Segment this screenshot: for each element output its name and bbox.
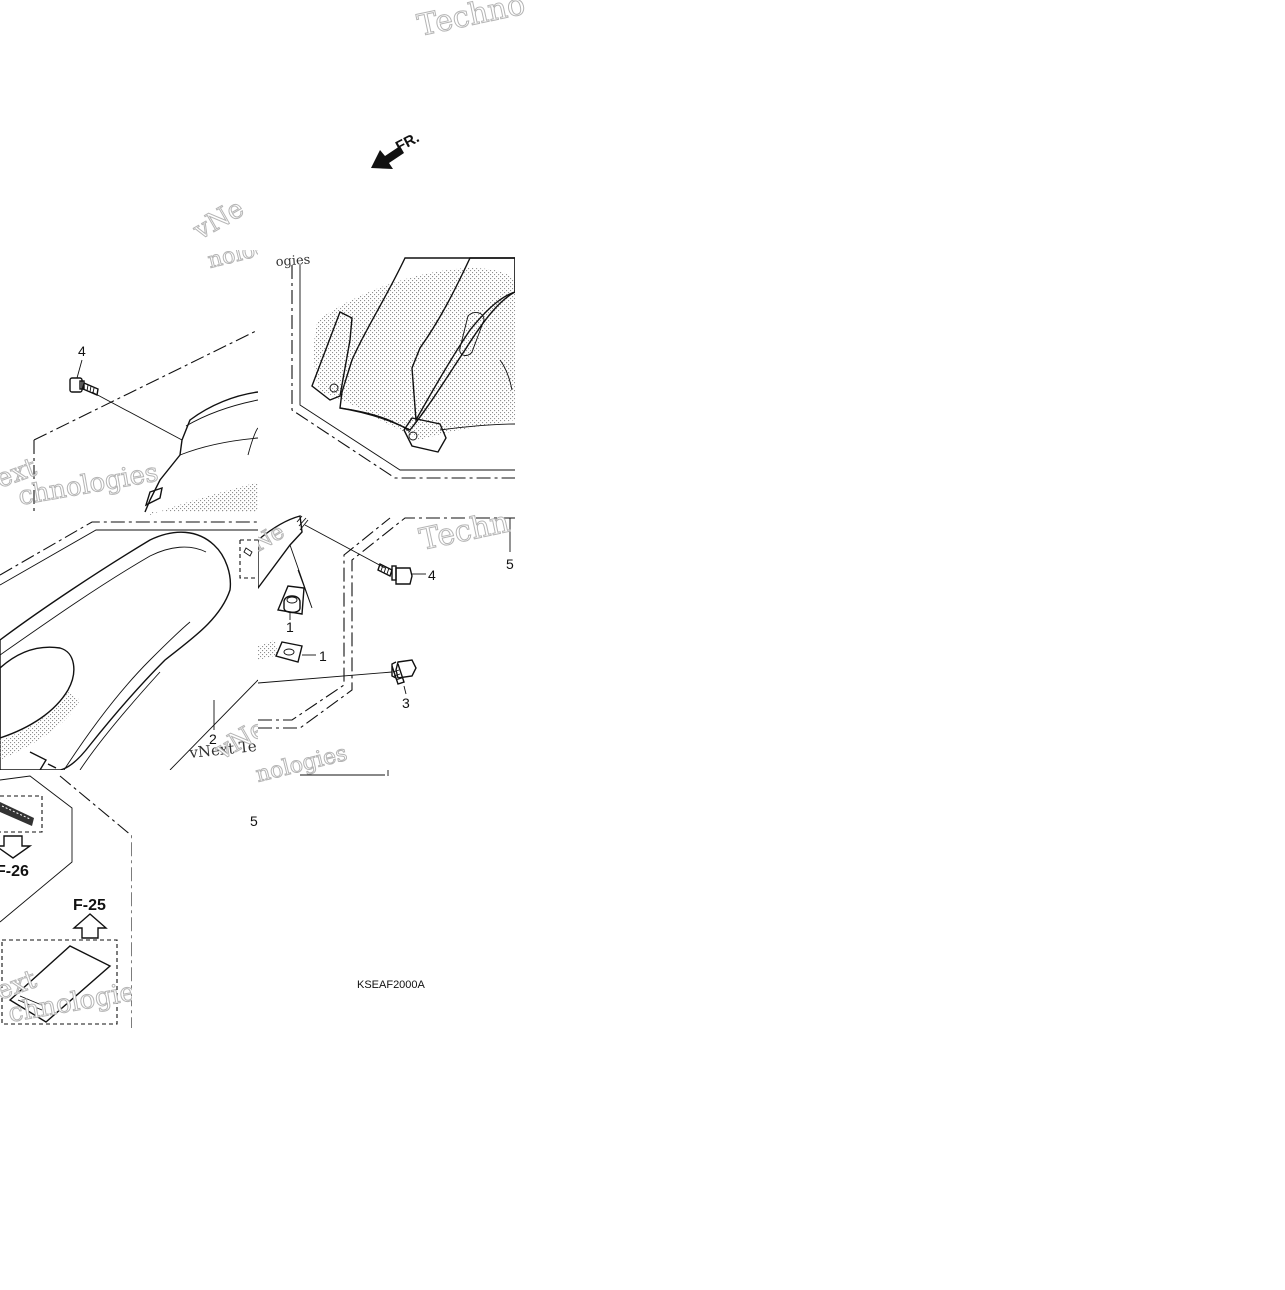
reference-f26: F-26 [0, 863, 29, 880]
reference-f25: F-25 [73, 897, 106, 914]
watermark-text: chnologies [16, 458, 160, 512]
hardware-boundary-2 [258, 517, 391, 721]
left-upper-panel: 4 vNext Tec nologies ext chnologies [0, 250, 258, 515]
bottom-boundary [59, 775, 132, 1028]
arrow-head [371, 146, 404, 169]
watermark-text: ogies [275, 253, 311, 270]
watermark-text: nologies [253, 741, 349, 788]
grommet-upper [277, 585, 305, 615]
inset-stipple-region [313, 268, 515, 440]
inset-fender-strip [411, 257, 515, 423]
main-boundary-top [0, 521, 258, 576]
fender-fragment-lines [296, 515, 309, 531]
leader-bolt-upper-right [304, 524, 386, 569]
leader-bolt-lower [258, 671, 393, 684]
inset-boundary-inner [299, 265, 515, 471]
callout-bolt-lower: 3 [402, 695, 410, 711]
callout-cut-mark: 5 [250, 813, 258, 829]
decal-box [0, 795, 43, 833]
inset-arc-lower [339, 407, 411, 433]
arrow-to-f25 [72, 913, 108, 939]
decal-strip-hatch [1, 805, 31, 820]
callout-rear-fender-assy: 5 [506, 556, 514, 572]
tail-bracket [144, 486, 163, 507]
assembly-boundary [33, 329, 258, 512]
fender-fragment-tail [289, 544, 313, 609]
fender-inner-line [63, 621, 191, 770]
leader-callout-4 [76, 359, 83, 379]
inset-tab-right [403, 417, 447, 453]
fender-tip [29, 751, 57, 770]
watermark-text: vNe [188, 194, 250, 247]
flange-bolt-upper-right [377, 563, 413, 585]
watermark-text: Techn [416, 505, 512, 558]
hardware-boundary [258, 517, 515, 729]
label-box [1, 939, 118, 1025]
bottom-boundary-2 [0, 775, 73, 923]
fender-stipple-right [190, 486, 258, 512]
decal-strip [0, 802, 34, 826]
inset-slot [459, 312, 485, 356]
inset-tab-left [311, 311, 353, 401]
fender-edge-right [169, 679, 258, 770]
fender-lower-line [247, 427, 258, 456]
top-right-inset-panel: ogies [275, 253, 515, 479]
fender-tail-inner [179, 437, 258, 456]
callout-bolt-upper-left: 4 [78, 343, 86, 359]
leader-callout-3 [403, 685, 407, 695]
fender-opening [0, 646, 75, 739]
flange-bolt-lower [391, 659, 417, 685]
grommet-lower [258, 640, 303, 663]
callout-grommet-upper: 1 [286, 619, 294, 635]
callout-grommet-lower: 1 [319, 648, 327, 664]
bottom-left-panel: F-26 F-25 ext chnologies [0, 775, 132, 1028]
sub-part-tick [243, 547, 253, 557]
fender-inner-line-2 [79, 671, 161, 770]
watermark-text: Techno [414, 0, 528, 44]
fender-fragment [258, 515, 303, 590]
front-direction-arrow: FR. [371, 129, 422, 169]
fender-ridge [0, 546, 207, 656]
fender-stipple-lower [0, 692, 80, 760]
arrow-to-f26 [0, 835, 33, 859]
label-lines [17, 995, 45, 1011]
leader-bolt-upper-left [91, 391, 183, 441]
hardware-panel: 1 1 4 3 5 Techn Ne [249, 505, 515, 729]
inset-stipple-right [485, 320, 515, 410]
inset-boundary [291, 265, 515, 479]
inset-hole [329, 383, 339, 393]
watermark-text: Ne [249, 519, 289, 557]
sub-box-boundary [239, 539, 258, 579]
diagram-code: KSEAF2000A [357, 979, 426, 991]
inset-hole [408, 431, 418, 441]
fender-tail-lip [185, 399, 258, 427]
grommet-lower-stipple [258, 640, 278, 660]
mask [258, 806, 270, 832]
inset-curve-right [499, 359, 513, 391]
flange-bolt-upper-left [69, 377, 99, 396]
label-sheet [8, 945, 112, 1023]
main-boundary-inner [0, 529, 258, 586]
left-lower-panel: 2 vNext Te vNe [0, 486, 258, 770]
callout-rear-fender: 2 [209, 731, 217, 747]
fender-tail-outline [181, 391, 258, 441]
inset-fender-body [339, 257, 515, 431]
rear-fender-body [0, 531, 232, 770]
inset-bottom-line [439, 423, 515, 431]
callout-bolt-upper-right: 4 [428, 567, 436, 583]
